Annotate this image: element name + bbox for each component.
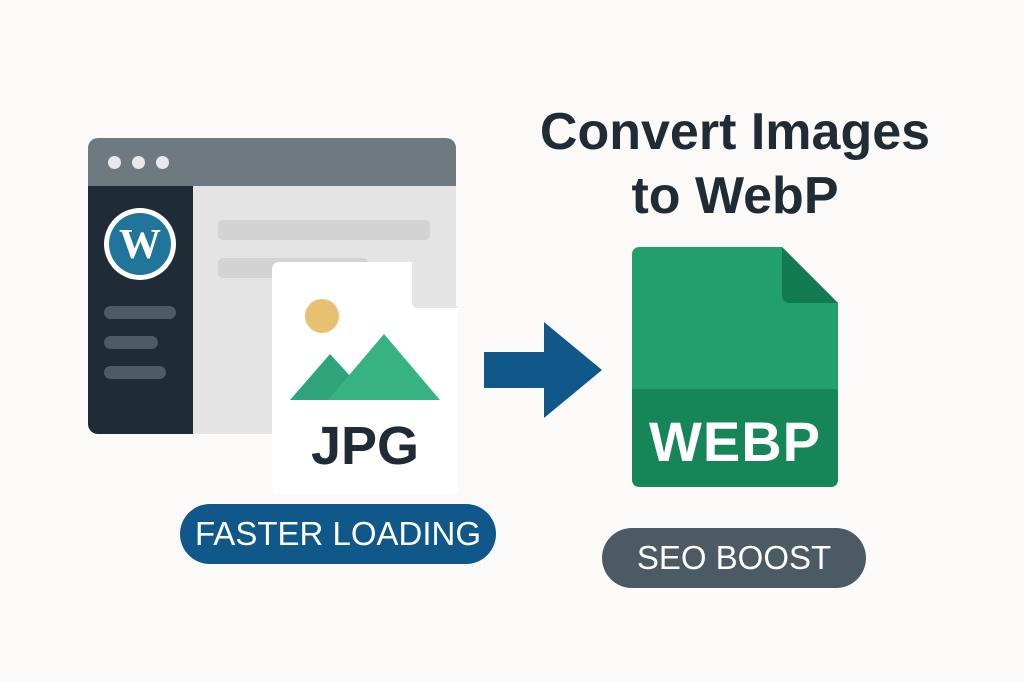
page-title: Convert Images to WebP <box>500 100 970 228</box>
sun-icon <box>305 299 339 333</box>
seo-boost-badge: SEO BOOST <box>602 528 866 588</box>
content-line <box>218 220 430 240</box>
sidebar-item <box>104 366 166 379</box>
title-line-1: Convert Images <box>539 103 931 161</box>
sidebar-item <box>104 306 176 319</box>
title-line-2: to WebP <box>631 167 839 225</box>
jpg-file-icon <box>272 262 458 494</box>
sidebar-item <box>104 336 158 349</box>
window-dot <box>108 156 121 169</box>
svg-text:W: W <box>119 222 161 268</box>
window-dot <box>156 156 169 169</box>
window-dot <box>132 156 145 169</box>
wordpress-logo-icon: W <box>104 208 176 280</box>
arrow-right-icon <box>484 322 602 418</box>
webp-label: WEBP <box>649 410 821 473</box>
browser-titlebar <box>88 138 456 186</box>
webp-file-icon <box>632 247 838 487</box>
jpg-label: JPG <box>310 416 420 476</box>
faster-loading-badge: FASTER LOADING <box>180 504 496 564</box>
browser-sidebar: W <box>88 186 193 434</box>
browser-window: W <box>88 138 456 434</box>
